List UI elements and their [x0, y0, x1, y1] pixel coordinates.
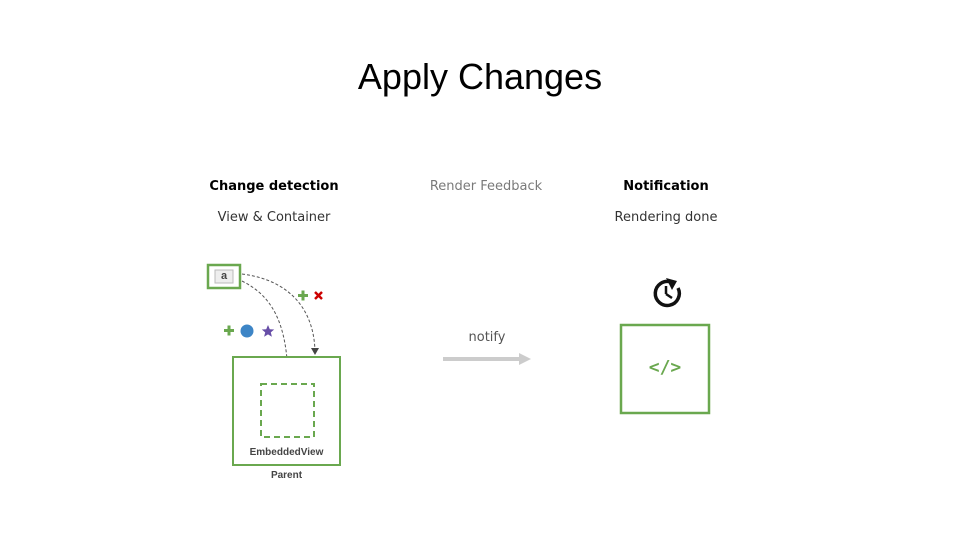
subheading-view-container: View & Container: [217, 210, 331, 225]
embedded-view-label: EmbeddedView: [249, 447, 324, 458]
parent-label: Parent: [270, 470, 303, 481]
circle-icon: [240, 324, 254, 338]
star-icon: [261, 325, 275, 337]
plus-icon: [298, 290, 308, 301]
heading-change-detection: Change detection: [209, 179, 339, 194]
history-icon: [653, 278, 682, 308]
notify-label: notify: [468, 330, 506, 345]
parent-box: [232, 356, 341, 466]
plus-icon: [224, 325, 234, 336]
dashed-arrow-to-embedded-view: [241, 280, 292, 384]
close-icon: [314, 291, 323, 300]
subheading-rendering-done: Rendering done: [614, 210, 718, 225]
heading-notification: Notification: [623, 179, 709, 194]
heading-render-feedback: Render Feedback: [429, 179, 543, 194]
node-a-label: a: [220, 270, 228, 282]
code-icon: </>: [648, 357, 682, 378]
node-a-inner: [214, 269, 234, 284]
notify-arrow: [443, 353, 531, 365]
rendered-view-box: [619, 323, 711, 415]
dashed-arrow-to-parent: [241, 273, 319, 355]
embedded-view-box: [260, 383, 315, 438]
slide-title: Apply Changes: [357, 56, 603, 97]
